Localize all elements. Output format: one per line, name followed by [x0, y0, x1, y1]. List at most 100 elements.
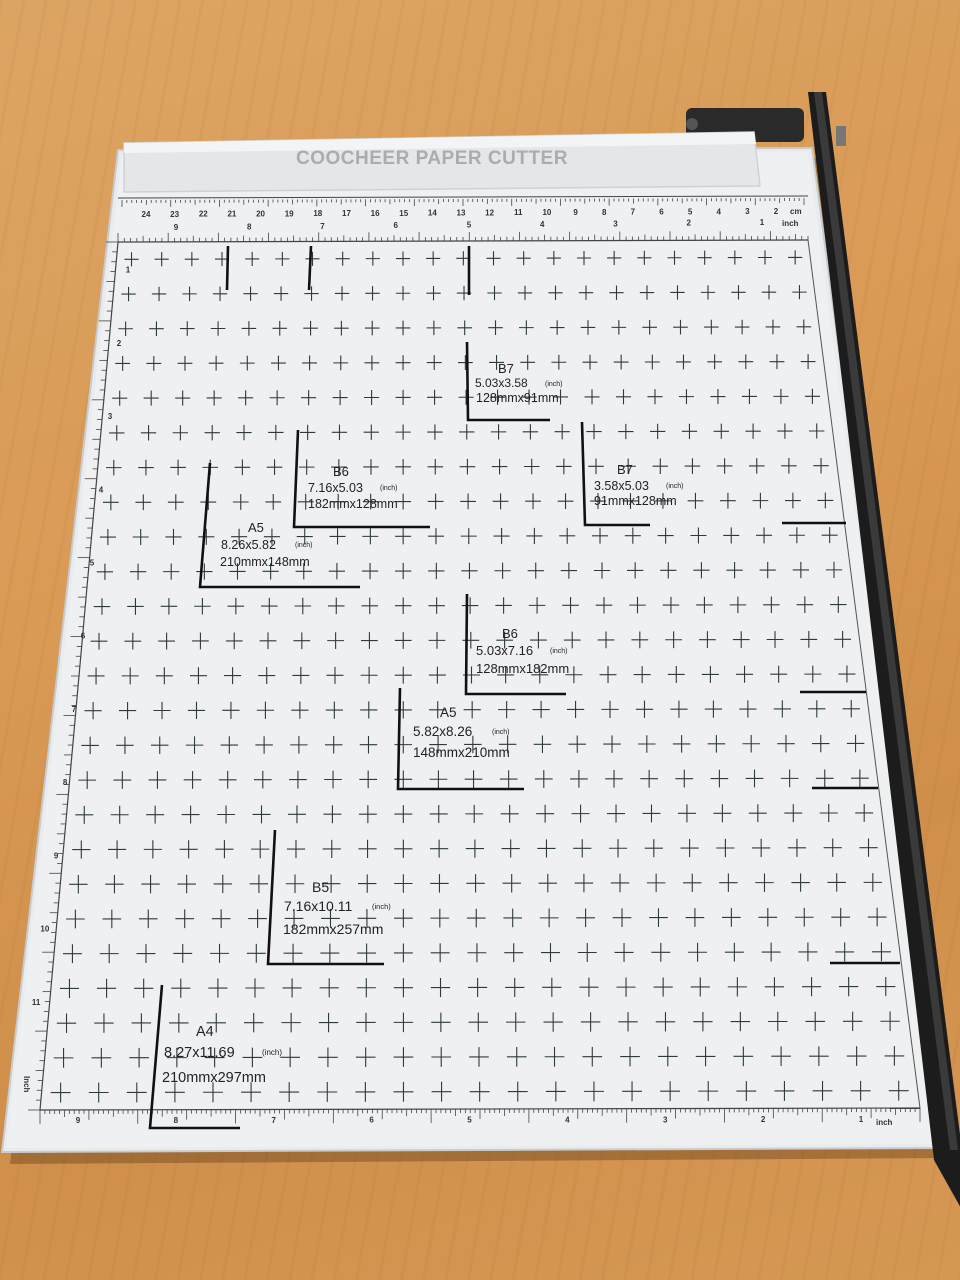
template-label-a4: A4 8.27x11.69 (inch) 210mmx297mm [162, 1024, 282, 1086]
grid-cross [888, 1080, 909, 1101]
grid-cross [356, 1012, 376, 1033]
grid-cross [330, 493, 347, 510]
grid-cross [492, 493, 509, 510]
grid-cross [179, 321, 195, 336]
grid-cross [428, 597, 445, 614]
grid-cross [863, 873, 883, 892]
svg-text:5.03x3.58: 5.03x3.58 [475, 376, 528, 390]
grid-cross [78, 771, 97, 789]
grid-cross [129, 1047, 149, 1068]
grid-cross [394, 805, 413, 824]
grid-cross [867, 907, 887, 927]
grid-cross [69, 875, 88, 894]
grid-cross [609, 285, 624, 300]
grid-cross [204, 1047, 225, 1068]
grid-cross [459, 424, 475, 440]
grid-cross [253, 770, 272, 789]
grid-cross [282, 978, 302, 998]
grid-cross [246, 943, 266, 963]
grid-cross [427, 458, 444, 475]
grid-cross [819, 804, 838, 822]
grid-cross [532, 700, 550, 719]
grid-cross [213, 874, 233, 894]
grid-cross [318, 1047, 338, 1068]
grid-cross [355, 1081, 376, 1102]
grid-cross [361, 597, 378, 615]
grid-cross [118, 321, 133, 337]
grid-cross [177, 874, 196, 894]
grid-cross [224, 667, 242, 685]
top-cm-number: 23 [170, 210, 179, 219]
grid-cross [335, 251, 350, 266]
right-board-line [807, 239, 921, 1109]
grid-cross [280, 1047, 300, 1068]
grid-cross [249, 874, 269, 894]
grid-cross [614, 942, 634, 962]
grid-cross [321, 909, 340, 928]
grid-cross [461, 562, 478, 579]
grid-cross [66, 909, 85, 929]
grid-cross [565, 666, 583, 684]
grid-cross [578, 285, 594, 300]
top-cm-number: 19 [285, 209, 294, 218]
grid-cross [136, 944, 156, 964]
grid-cross [796, 319, 812, 335]
grid-cross [192, 632, 209, 650]
grid-cross [158, 632, 175, 650]
grid-cross [726, 562, 743, 579]
grid-cross [358, 874, 377, 893]
grid-cross [704, 700, 723, 718]
grid-cross [667, 250, 682, 265]
grid-cross [167, 1047, 187, 1068]
grid-cross [765, 319, 781, 335]
grid-cross [707, 735, 726, 753]
grid-cross [764, 977, 785, 997]
grid-cross [175, 909, 195, 929]
grid-cross [560, 562, 578, 579]
grid-cross [533, 735, 552, 754]
grid-cross [232, 494, 249, 510]
grid-cross [542, 977, 562, 997]
grid-cross [212, 286, 228, 301]
grid-cross [113, 771, 132, 789]
grid-cross [748, 804, 767, 823]
grid-cross [361, 632, 378, 649]
grid-cross [876, 976, 896, 997]
grid-cross [206, 1013, 226, 1033]
grid-cross [766, 631, 784, 648]
grid-cross [135, 494, 152, 511]
grid-cross [217, 805, 236, 824]
top-stop-1 [225, 245, 230, 291]
grid-cross [649, 423, 666, 440]
grid-cross [118, 701, 137, 720]
grid-cross [846, 1046, 867, 1066]
grid-cross [582, 1046, 603, 1067]
svg-text:(inch): (inch) [545, 381, 563, 388]
top-inch-number: 6 [394, 221, 399, 230]
grid-cross [429, 770, 448, 789]
grid-cross [548, 285, 563, 300]
grid-cross [784, 804, 803, 823]
grid-cross [657, 527, 674, 544]
svg-text:7.16x10.11: 7.16x10.11 [284, 898, 352, 914]
grid-cross [275, 251, 290, 266]
template-label-b6-portrait: B6 5.03x7.16 (inch) 128mmx182mm [476, 626, 569, 676]
grid-cross [608, 839, 628, 858]
grid-cross [758, 908, 778, 927]
grid-cross [258, 667, 276, 685]
grid-cross [780, 769, 799, 788]
grid-cross [431, 1081, 452, 1102]
grid-cross [238, 390, 254, 406]
grid-cross [328, 563, 346, 580]
grid-cross [821, 527, 838, 544]
grid-cross [586, 423, 602, 440]
grid-cross [364, 320, 380, 336]
grid-cross [112, 390, 128, 406]
grid-cross [649, 908, 668, 927]
grid-cross [395, 355, 411, 371]
grid-cross [365, 251, 380, 266]
grid-cross [466, 908, 486, 928]
grid-cross [830, 596, 847, 613]
grid-cross [394, 908, 413, 928]
svg-text:91mmx128mm: 91mmx128mm [594, 494, 677, 508]
